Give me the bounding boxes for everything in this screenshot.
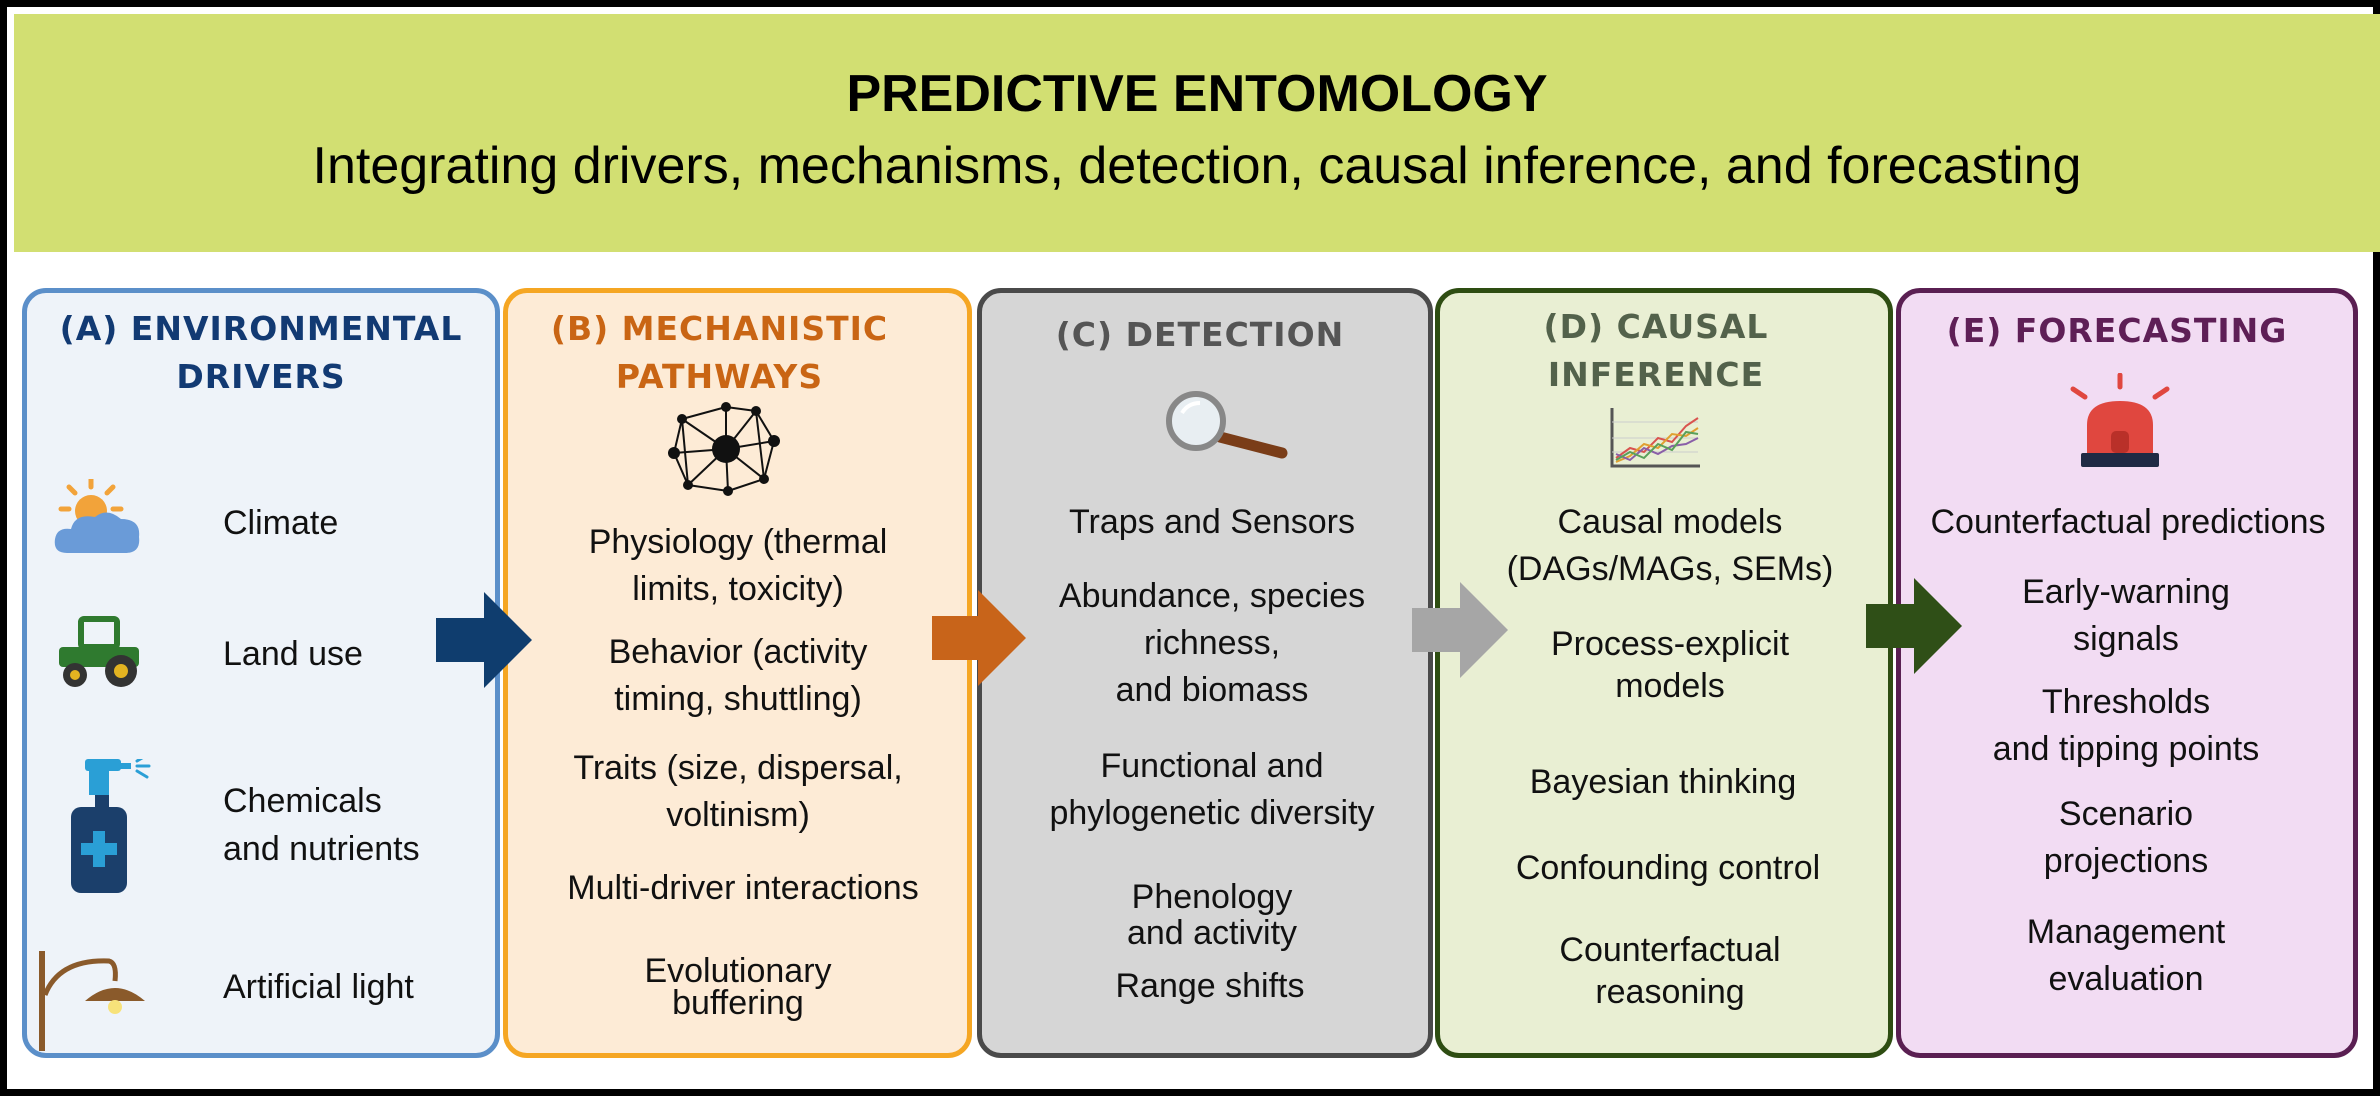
detection-item: Abundance, species richness, and biomass <box>982 573 1442 714</box>
causal-item: Counterfactual reasoning <box>1440 929 1900 1013</box>
mechanism-item-line: voltinism) <box>666 796 810 834</box>
mechanism-item-line: Evolutionary <box>644 952 832 990</box>
causal-item-line: models <box>1615 667 1725 705</box>
page-title: PREDICTIVE ENTOMOLOGY <box>846 65 1548 123</box>
forecast-item-line: and tipping points <box>1992 730 2260 768</box>
magnifying-glass-icon <box>1166 391 1288 459</box>
mechanism-item-line: timing, shuttling) <box>614 680 862 718</box>
panel-e-title: (E) FORECASTING <box>1901 307 2353 355</box>
causal-item-line: Counterfactual <box>1559 931 1781 969</box>
forecast-item-line: projections <box>2043 842 2209 880</box>
driver-label-line: Artificial light <box>223 968 414 1006</box>
panel-environmental-drivers: (A) ENVIRONMENTAL DRIVERS Climate Land u… <box>22 288 500 1058</box>
causal-item: Causal models (DAGs/MAGs, SEMs) <box>1440 499 1900 593</box>
panel-a-title-line: (A) ENVIRONMENTAL <box>59 309 463 348</box>
forecast-item-line: Early-warning <box>2022 573 2230 611</box>
driver-label-line: Chemicals <box>223 782 382 820</box>
forecast-item-line: evaluation <box>2048 960 2204 998</box>
mechanism-item: Evolutionary buffering <box>508 952 968 1022</box>
causal-item-line: (DAGs/MAGs, SEMs) <box>1506 550 1834 588</box>
detection-item-line: Range shifts <box>1115 967 1305 1005</box>
forecast-item-line: signals <box>2073 620 2179 658</box>
panel-c-title-line: (C) DETECTION <box>1055 315 1345 354</box>
panel-d-title-line: (D) CAUSAL <box>1543 307 1769 346</box>
panel-d-title-line: INFERENCE <box>1547 355 1765 394</box>
forecast-item-line: Counterfactual predictions <box>1930 503 2326 541</box>
causal-item: Confounding control <box>1440 845 1896 892</box>
arrow-detection-to-causal <box>1412 582 1508 678</box>
panel-detection: (C) DETECTION Traps and Sensors Abundanc… <box>977 288 1433 1058</box>
panel-causal-inference: (D) CAUSAL INFERENCE Causal models (DAGs… <box>1435 288 1893 1058</box>
driver-label-line: and nutrients <box>223 830 420 868</box>
causal-item-line: reasoning <box>1595 973 1745 1011</box>
detection-item-line: Functional and <box>1100 747 1324 785</box>
panel-forecasting: (E) FORECASTING Counterfactual predictio… <box>1896 288 2358 1058</box>
forecast-item-line: Scenario <box>2058 795 2194 833</box>
forecast-item: Scenario projections <box>1901 791 2351 885</box>
detection-item-line: phylogenetic diversity <box>1049 794 1375 832</box>
detection-item: Range shifts <box>982 963 1438 1010</box>
driver-label-line: Climate <box>223 504 339 542</box>
forecast-item-line: Management <box>2026 913 2226 951</box>
arrow-drivers-to-mechanisms <box>436 592 532 688</box>
detection-item-line: and activity <box>1126 914 1298 952</box>
detection-item: Phenology and activity <box>982 879 1442 951</box>
detection-item-line: richness, <box>1143 624 1281 662</box>
line-chart-icon <box>1610 408 1700 468</box>
spray-bottle-icon <box>71 759 151 893</box>
causal-item-line: Process-explicit <box>1550 625 1790 663</box>
panel-a-title-line: DRIVERS <box>176 357 346 396</box>
causal-item-line: Confounding control <box>1515 849 1821 887</box>
mechanism-item: Traits (size, dispersal, voltinism) <box>508 745 968 839</box>
forecast-item: Early-warning signals <box>1901 569 2351 663</box>
forecast-item: Counterfactual predictions <box>1901 499 2355 546</box>
panel-b-title: (B) MECHANISTIC PATHWAYS <box>508 305 967 401</box>
causal-item: Bayesian thinking <box>1440 759 1886 806</box>
panel-b-title-line: (B) MECHANISTIC <box>550 309 889 348</box>
arrow-mechanisms-to-detection <box>932 590 1026 686</box>
detection-item: Functional and phylogenetic diversity <box>982 743 1442 837</box>
forecast-item-line: Thresholds <box>2041 683 2211 721</box>
sun-cloud-icon <box>54 479 140 553</box>
mechanism-item-line: Multi-driver interactions <box>567 869 919 907</box>
detection-item-line: and biomass <box>1115 671 1309 709</box>
mechanism-item-line: limits, toxicity) <box>632 570 844 608</box>
mechanism-item-line: Traits (size, dispersal, <box>573 749 903 787</box>
alarm-siren-icon <box>2070 373 2170 467</box>
causal-item: Process-explicit models <box>1440 623 1900 707</box>
detection-item: Traps and Sensors <box>982 499 1442 546</box>
panel-a-title: (A) ENVIRONMENTAL DRIVERS <box>27 305 495 401</box>
panel-e-title-line: (E) FORECASTING <box>1946 311 2288 350</box>
detection-item-line: Phenology <box>1131 878 1293 916</box>
causal-item-line: Bayesian thinking <box>1529 763 1797 801</box>
detection-item-line: Abundance, species <box>1058 577 1366 615</box>
detection-item-line: Traps and Sensors <box>1069 503 1355 541</box>
tractor-icon <box>59 616 139 687</box>
driver-label-artificial-light: Artificial light <box>223 963 414 1011</box>
mechanism-item: Physiology (thermal limits, toxicity) <box>508 519 968 613</box>
street-lamp-icon <box>39 951 145 1051</box>
causal-item-line: Causal models <box>1557 503 1783 541</box>
mechanism-item: Multi-driver interactions <box>508 865 978 912</box>
mechanism-item-line: buffering <box>672 984 804 1022</box>
network-icon <box>668 402 780 496</box>
mechanism-item-line: Behavior (activity <box>608 633 868 671</box>
panel-mechanistic-pathways: (B) MECHANISTIC PATHWAYS Physiology (the… <box>503 288 972 1058</box>
arrow-causal-to-forecasting <box>1866 578 1962 674</box>
driver-label-land-use: Land use <box>223 630 363 678</box>
panel-b-title-line: PATHWAYS <box>615 357 824 396</box>
driver-label-line: Land use <box>223 635 363 673</box>
forecast-item: Management evaluation <box>1901 909 2351 1003</box>
mechanism-item-line: Physiology (thermal <box>588 523 888 561</box>
page-subtitle: Integrating drivers, mechanisms, detecti… <box>312 137 2082 195</box>
panel-c-title: (C) DETECTION <box>982 311 1428 359</box>
forecast-item: Thresholds and tipping points <box>1901 679 2351 773</box>
panel-d-title: (D) CAUSAL INFERENCE <box>1440 303 1888 399</box>
driver-label-climate: Climate <box>223 499 338 547</box>
mechanism-item: Behavior (activity timing, shuttling) <box>508 629 968 723</box>
header-banner: PREDICTIVE ENTOMOLOGY Integrating driver… <box>14 14 2380 252</box>
driver-label-chemicals: Chemicals and nutrients <box>223 777 420 873</box>
